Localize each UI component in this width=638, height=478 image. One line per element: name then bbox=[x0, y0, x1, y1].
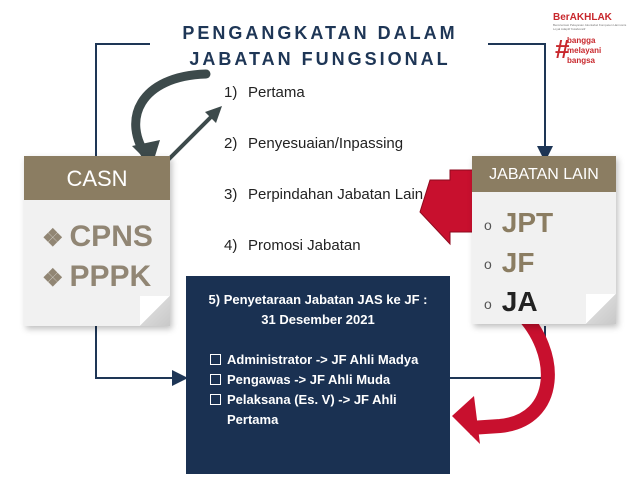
step-label: Penyesuaian/Inpassing bbox=[248, 135, 404, 152]
red-curved-arrowhead bbox=[452, 396, 480, 444]
jabatan-lain-item-label: JF bbox=[501, 246, 535, 278]
jabatan-lain-item-label: JA bbox=[501, 286, 538, 318]
berakhlak-logo: BerAKHLAK Berorientasi Pelayanan Akuntab… bbox=[553, 12, 633, 82]
connector-line-top-left bbox=[95, 43, 150, 160]
title-line-1: PENGANGKATAN DALAM bbox=[182, 23, 458, 43]
slogan-line-2: melayani bbox=[567, 46, 602, 55]
penyetaraan-item: Pelaksana (Es. V) -> JF Ahli Pertama bbox=[210, 390, 423, 430]
title-line-2: JABATAN FUNGSIONAL bbox=[189, 49, 451, 69]
jabatan-lain-header: JABATAN LAIN bbox=[472, 156, 616, 192]
jabatan-lain-item-jf: o JF bbox=[472, 244, 616, 284]
slogan-line-3: bangsa bbox=[567, 56, 596, 65]
circle-bullet-icon: o bbox=[484, 256, 492, 273]
penyetaraan-title: 5) Penyetaraan Jabatan JAS ke JF : 31 De… bbox=[186, 290, 450, 330]
casn-item-pppk: ❖PPPK bbox=[24, 258, 170, 298]
checkbox-bullet-icon bbox=[210, 354, 221, 365]
casn-header: CASN bbox=[24, 156, 170, 200]
step-number: 4) bbox=[224, 237, 238, 254]
jabatan-lain-item-label: JPT bbox=[501, 207, 554, 238]
circle-bullet-icon: o bbox=[484, 295, 492, 312]
casn-card: CASN ❖CPNS ❖PPPK bbox=[24, 156, 170, 326]
checkbox-bullet-icon bbox=[210, 374, 221, 385]
casn-item-label: CPNS bbox=[69, 220, 153, 253]
red-arrow-left bbox=[420, 170, 474, 244]
step-label: Perpindahan Jabatan Lain bbox=[248, 186, 424, 203]
page-curl bbox=[140, 296, 170, 326]
step-3: 3) Perpindahan Jabatan Lain bbox=[224, 186, 423, 203]
red-curved-arrow bbox=[469, 307, 555, 435]
page-title: PENGANGKATAN DALAM JABATAN FUNGSIONAL bbox=[160, 20, 480, 72]
diamond-bullet-icon: ❖ bbox=[42, 225, 64, 252]
checkbox-bullet-icon bbox=[210, 394, 221, 405]
penyetaraan-item: Administrator -> JF Ahli Madya bbox=[210, 350, 423, 370]
step-label: Promosi Jabatan bbox=[248, 237, 361, 254]
hashtag-icon: # bbox=[555, 34, 570, 64]
penyetaraan-item-text: Pengawas -> JF Ahli Muda bbox=[227, 372, 391, 387]
circle-bullet-icon: o bbox=[484, 216, 492, 233]
jabatan-lain-item-ja: o JA bbox=[472, 283, 616, 323]
penyetaraan-list: Administrator -> JF Ahli Madya Pengawas … bbox=[210, 350, 423, 430]
logo-brand-sub: Berorientasi Pelayanan Akuntabel Kompete… bbox=[553, 23, 627, 31]
straight-arrowhead-dark bbox=[205, 106, 222, 123]
slogan-line-1: bangga bbox=[567, 36, 596, 45]
connector-line-bottom-left bbox=[95, 326, 188, 386]
casn-item-cpns: ❖CPNS bbox=[24, 218, 170, 258]
penyetaraan-item-text: Administrator -> JF Ahli Madya bbox=[227, 352, 419, 367]
penyetaraan-title-line-1: 5) Penyetaraan Jabatan JAS ke JF : bbox=[208, 292, 428, 307]
step-1: 1) Pertama bbox=[224, 84, 305, 101]
step-4: 4) Promosi Jabatan bbox=[224, 237, 361, 254]
penyetaraan-item: Pengawas -> JF Ahli Muda bbox=[210, 370, 423, 390]
step-2: 2) Penyesuaian/Inpassing bbox=[224, 135, 403, 152]
jabatan-lain-item-jpt: o JPT bbox=[472, 204, 616, 244]
diamond-bullet-icon: ❖ bbox=[42, 265, 64, 292]
step-label: Pertama bbox=[248, 84, 305, 101]
penyetaraan-box: 5) Penyetaraan Jabatan JAS ke JF : 31 De… bbox=[186, 276, 450, 474]
page-curl bbox=[586, 294, 616, 324]
step-number: 3) bbox=[224, 186, 238, 203]
step-number: 1) bbox=[224, 84, 238, 101]
logo-slogan: bangga melayani bangsa bbox=[567, 36, 601, 66]
logo-brand: BerAKHLAK bbox=[553, 12, 612, 23]
casn-item-label: PPPK bbox=[69, 260, 152, 293]
step-number: 2) bbox=[224, 135, 238, 152]
penyetaraan-item-text: Pelaksana (Es. V) -> JF Ahli Pertama bbox=[227, 392, 397, 427]
penyetaraan-title-line-2: 31 Desember 2021 bbox=[261, 312, 375, 327]
connector-line-top-right bbox=[488, 43, 553, 162]
